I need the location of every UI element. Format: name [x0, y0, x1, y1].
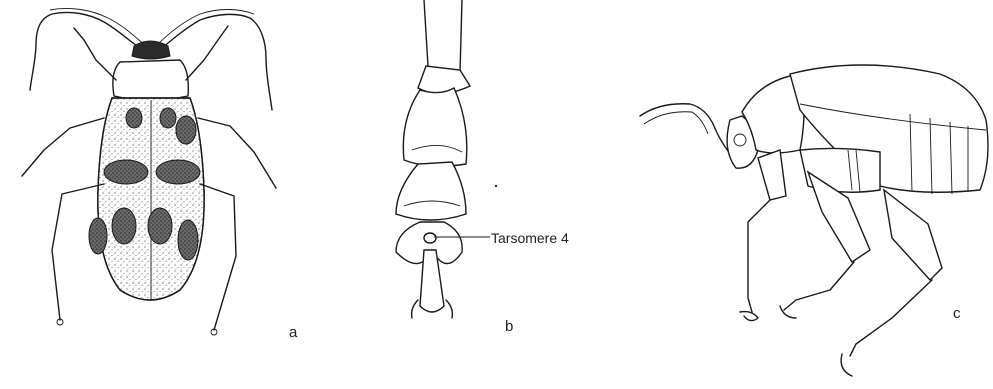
panel-a-beetle-dorsal: [22, 8, 276, 335]
tarsomere-4-callout: Tarsomere 4: [491, 230, 569, 246]
panel-label-a: a: [289, 324, 297, 341]
panel-b-tarsus: [396, 0, 497, 318]
panel-label-b: b: [505, 318, 513, 335]
panel-label-c: c: [953, 305, 961, 322]
panel-c-beetle-lateral: [640, 65, 988, 376]
